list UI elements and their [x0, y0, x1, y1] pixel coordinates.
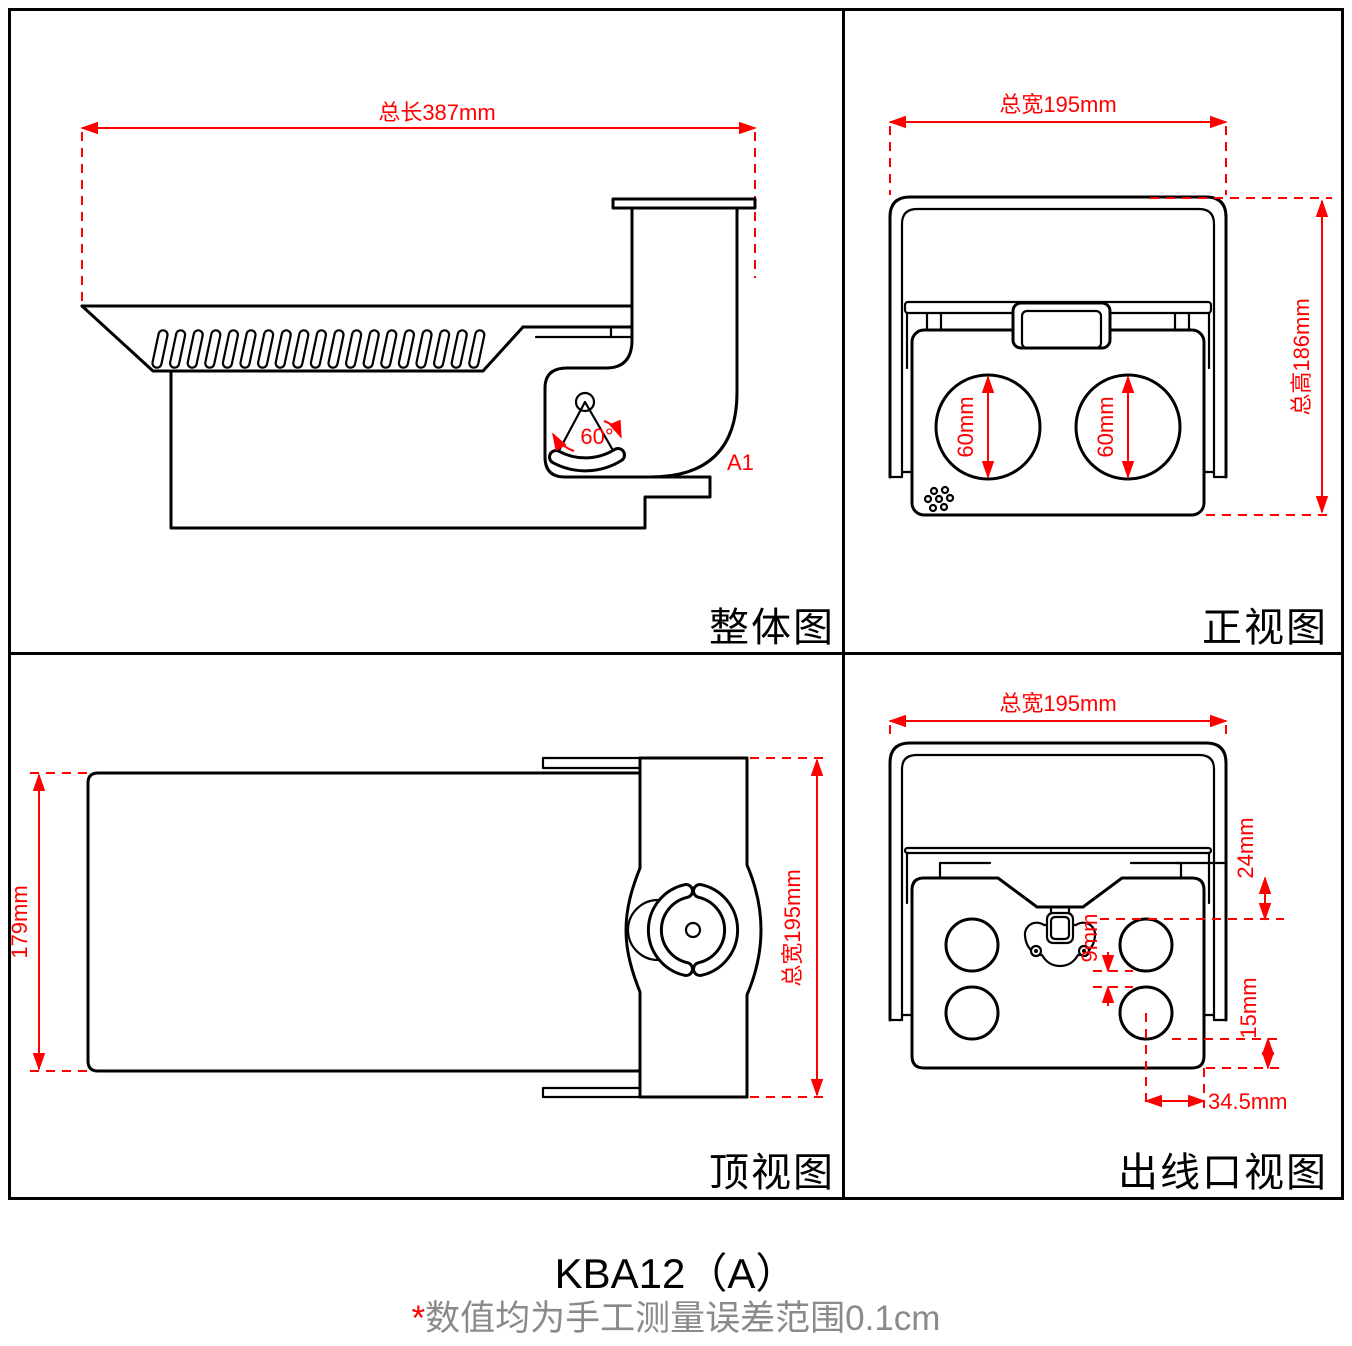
top-plate-outlet — [903, 846, 1228, 905]
sheet-border — [8, 8, 1344, 1200]
model-title: KBA12（A） — [554, 1250, 798, 1297]
mounting-bracket-front — [888, 195, 1228, 479]
dimension-top-offset: 24mm — [1100, 817, 1284, 921]
outlet-view-drawing: 总宽195mm 24mm 9mm 15mm 34.5mm — [888, 691, 1287, 1114]
dim-hole-right-text: 60mm — [1093, 396, 1118, 457]
camera-body-top — [86, 771, 642, 1073]
note-asterisk: * — [411, 1299, 426, 1338]
front-view-drawing: 总宽195mm 60mm 60mm 总高186mm — [888, 92, 1332, 517]
camera-body-outlet — [910, 876, 1206, 1070]
louver-vents — [151, 329, 486, 369]
overall-view-drawing: 总长387mm — [80, 100, 757, 530]
dim-depth-text: 179mm — [7, 885, 32, 958]
panel-divider-horizontal — [8, 652, 1344, 655]
dim-hole-gap-text: 9mm — [1077, 914, 1102, 963]
dimension-hole-gap: 9mm — [1077, 914, 1133, 1006]
dimension-hole-left: 60mm — [953, 375, 995, 479]
dimension-total-height: 总高186mm — [1150, 197, 1332, 516]
note-text: 数值均为手工测量误差范围0.1cm — [425, 1299, 941, 1338]
dim-width-top-text: 总宽195mm — [780, 869, 805, 986]
speaker-holes — [923, 485, 955, 513]
view-label-outlet: 出线口视图 — [1118, 1151, 1328, 1195]
dimension-bottom-offset: 15mm — [1172, 977, 1284, 1070]
dim-hole-left-text: 60mm — [953, 396, 978, 457]
view-label-top: 顶视图 — [709, 1151, 835, 1195]
panel-divider-vertical — [842, 8, 845, 1200]
dimension-right-offset: 34.5mm — [1144, 1013, 1287, 1114]
cable-clamp — [1023, 905, 1097, 968]
view-label-overall: 整体图 — [709, 606, 835, 650]
mounting-bracket-top — [541, 756, 763, 1099]
dim-top-offset-text: 24mm — [1233, 817, 1258, 878]
dimension-total-length: 总长387mm — [80, 100, 757, 304]
dimension-hole-right: 60mm — [1093, 375, 1135, 479]
dimension-total-width-front: 总宽195mm — [888, 92, 1228, 195]
dim-total-length-text: 总长387mm — [378, 100, 495, 125]
dim-height-text: 总高186mm — [1289, 298, 1314, 415]
dimension-angle: 60° A1 — [552, 419, 754, 475]
dimension-total-width-outlet: 总宽195mm — [888, 691, 1228, 741]
dim-width-outlet-text: 总宽195mm — [999, 691, 1116, 716]
dim-angle-text: 60° — [580, 424, 613, 449]
dim-right-offset-text: 34.5mm — [1208, 1089, 1287, 1114]
top-view-drawing: 179mm 总宽195mm — [7, 756, 826, 1099]
dimension-depth: 179mm — [7, 772, 88, 1072]
camera-body-side — [169, 369, 712, 530]
view-label-front: 正视图 — [1202, 606, 1328, 650]
measurement-note: *数值均为手工测量误差范围0.1cm — [0, 1290, 1352, 1341]
dim-width-front-text: 总宽195mm — [999, 92, 1116, 117]
latch-handle — [1011, 301, 1112, 350]
sunshade-hood — [80, 304, 634, 373]
mounting-bracket-side — [543, 197, 757, 479]
dimension-total-width-top: 总宽195mm — [750, 757, 826, 1098]
callout-a1-text: A1 — [727, 450, 754, 475]
mounting-bracket-outlet — [888, 741, 1228, 1022]
dim-bottom-offset-text: 15mm — [1236, 977, 1261, 1038]
